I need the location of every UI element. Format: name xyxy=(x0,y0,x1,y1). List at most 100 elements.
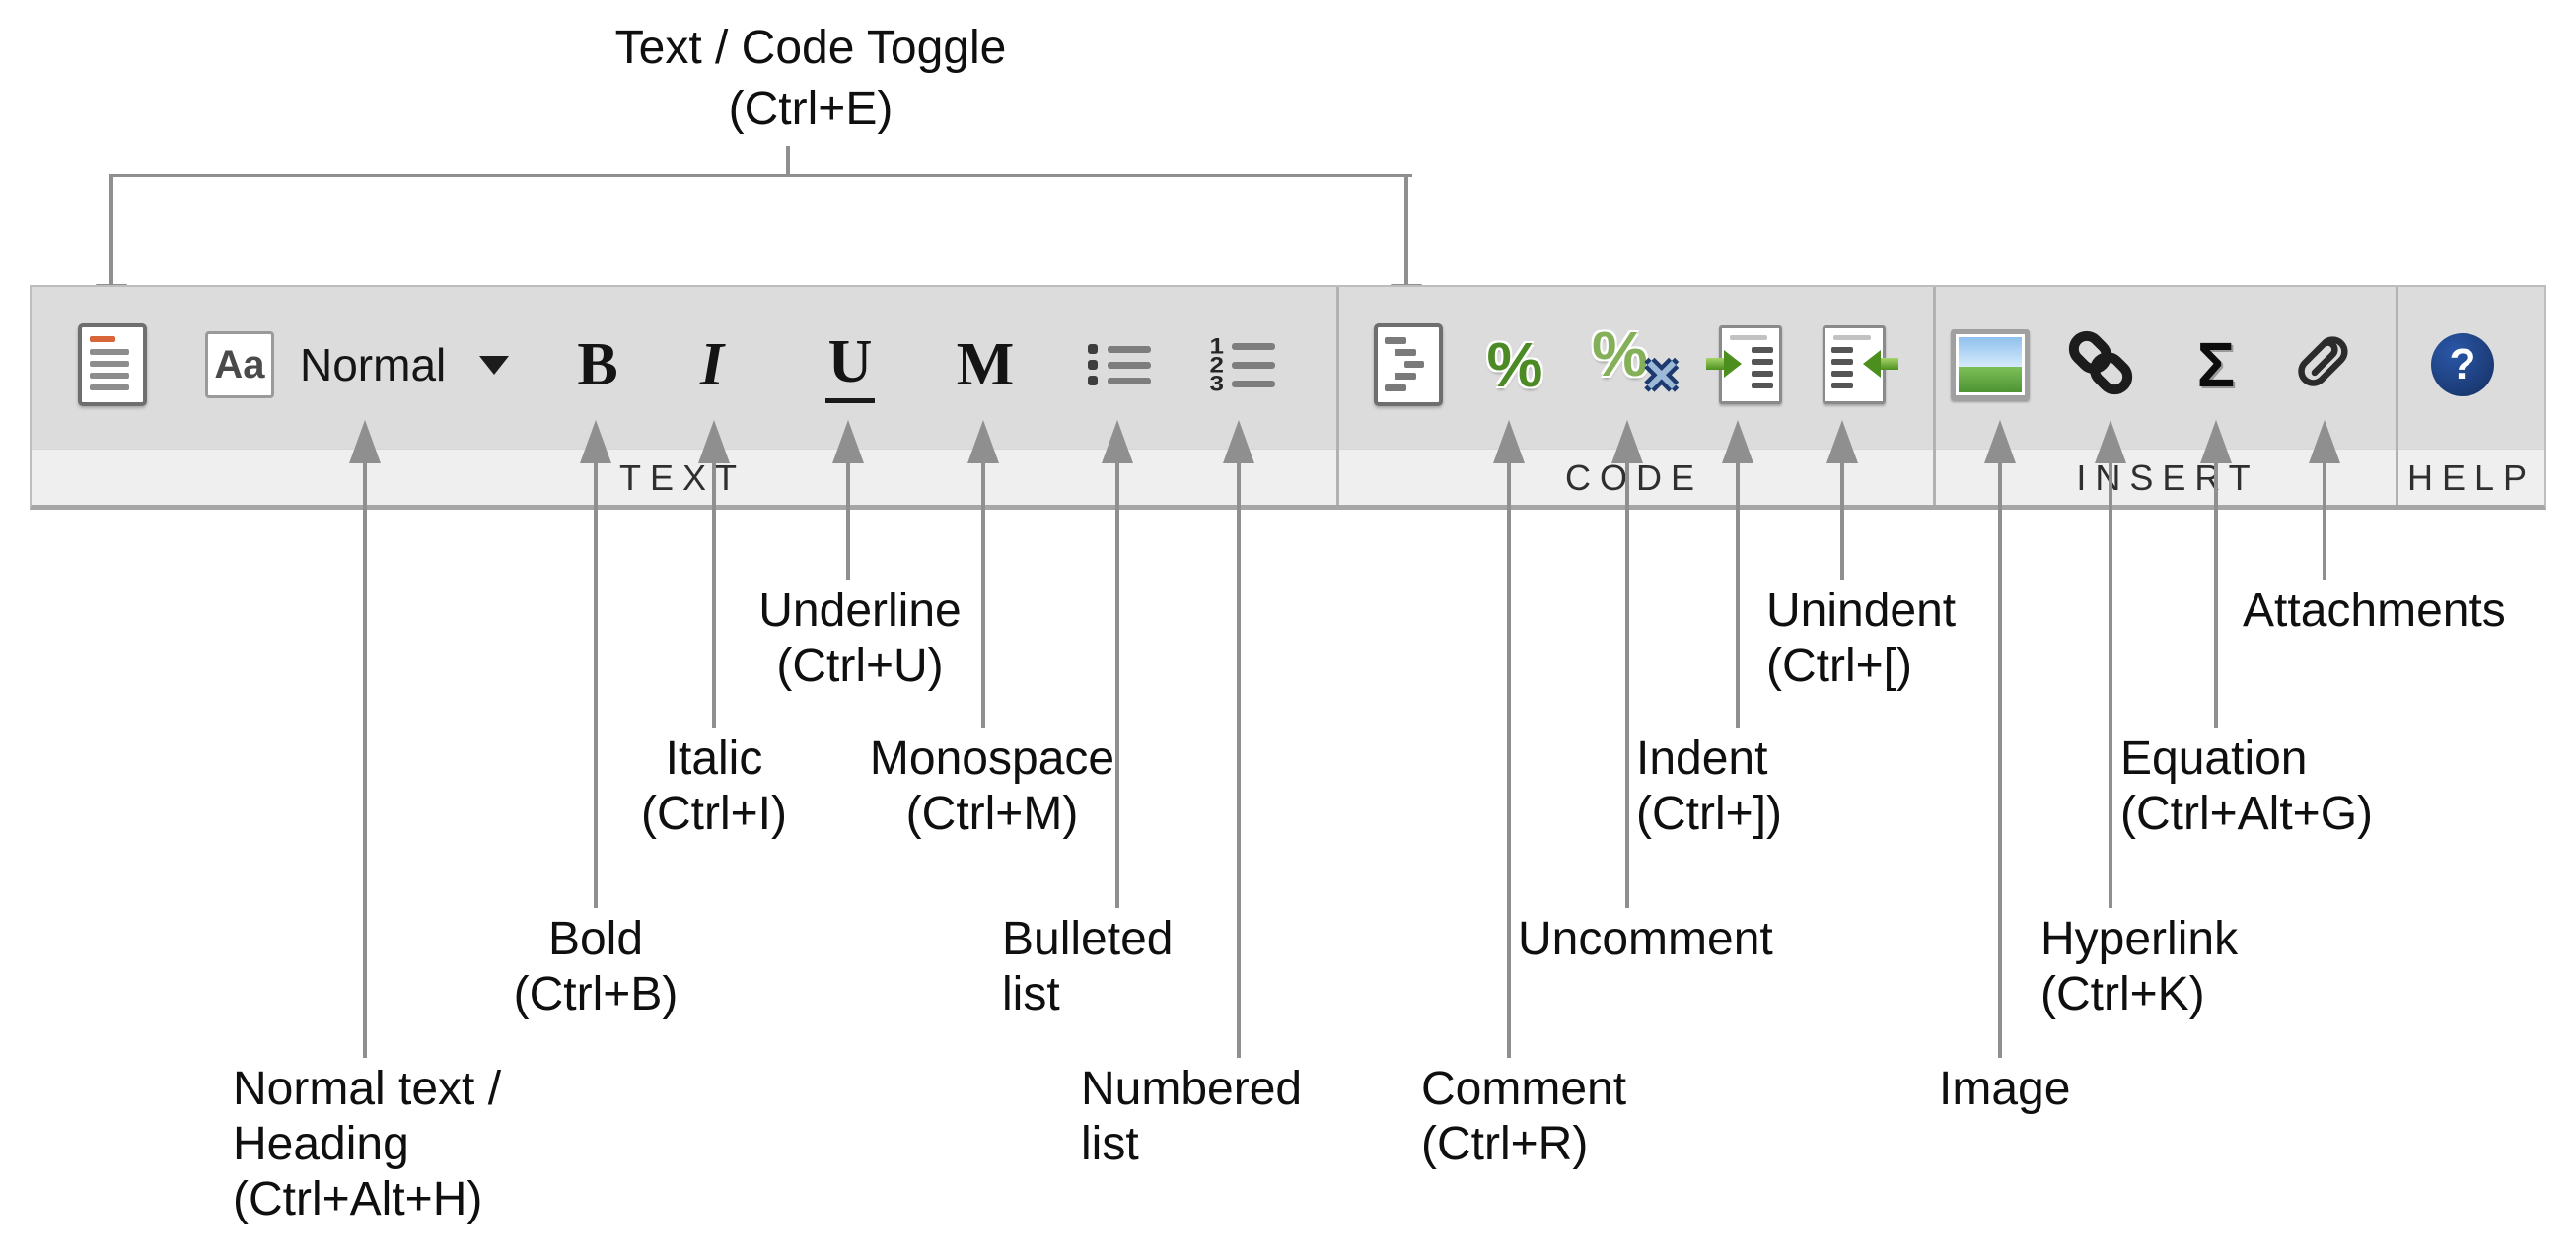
callout-label-line: Numbered xyxy=(1081,1063,1303,1115)
italic-button[interactable]: I xyxy=(662,320,770,409)
toggle-callout-line2: (Ctrl+E) xyxy=(728,83,894,135)
callout-label-equation: Equation(Ctrl+Alt+G) xyxy=(2120,732,2373,842)
paperclip-icon xyxy=(2282,323,2361,407)
callout-label-line: (Ctrl+B) xyxy=(513,968,679,1020)
code-toggle-button[interactable] xyxy=(1354,320,1463,409)
toolbar-section-label-text: TEXT xyxy=(618,457,746,498)
callout-line-bold xyxy=(594,459,598,908)
paragraph-style-dropdown[interactable]: Aa Normal xyxy=(205,320,531,409)
style-dropdown-contents: Aa Normal xyxy=(205,331,510,398)
chevron-down-icon xyxy=(479,355,510,375)
callout-line-italic xyxy=(712,459,716,728)
help-question-icon: ? xyxy=(2431,333,2494,396)
callout-label-line: (Ctrl+Alt+H) xyxy=(233,1173,483,1225)
callout-label-line: Attachments xyxy=(2243,585,2506,637)
toolbar-section-divider xyxy=(1933,287,1936,505)
callout-line-comment xyxy=(1507,459,1511,1058)
bold-button[interactable]: B xyxy=(543,320,652,409)
callout-label-line: (Ctrl+M) xyxy=(905,788,1079,840)
bulleted-list-button[interactable] xyxy=(1065,320,1174,409)
callout-label-line: Indent xyxy=(1636,733,1768,785)
underline-icon: U xyxy=(824,327,876,403)
callout-label-unindent: Unindent(Ctrl+[) xyxy=(1766,584,1956,694)
callout-line-normal-heading xyxy=(363,459,367,1058)
help-button[interactable]: ? xyxy=(2408,320,2517,409)
toggle-callout-label: Text / Code Toggle (Ctrl+E) xyxy=(416,18,1205,140)
bulleted-list-icon xyxy=(1088,338,1151,391)
comment-percent-icon: % xyxy=(1486,329,1543,400)
uncomment-percent-x-icon: %✕ xyxy=(1592,318,1681,401)
toggle-callout-drop2 xyxy=(1404,174,1408,284)
toggle-callout-line1: Text / Code Toggle xyxy=(614,22,1007,74)
callout-label-line: Normal text / xyxy=(233,1063,502,1115)
image-icon xyxy=(1951,329,2030,400)
uncomment-button[interactable]: %✕ xyxy=(1579,318,1687,409)
callout-line-bulleted-list xyxy=(1115,459,1119,908)
attachments-button[interactable] xyxy=(2267,320,2376,409)
up-arrowhead-icon xyxy=(967,420,999,463)
toolbar-section-divider xyxy=(1336,287,1339,505)
callout-line-underline xyxy=(846,459,850,580)
callout-label-line: Unindent xyxy=(1766,585,1957,637)
monospace-icon: M xyxy=(956,330,1015,398)
aa-style-icon: Aa xyxy=(205,331,274,398)
up-arrowhead-icon xyxy=(1223,420,1254,463)
callout-label-line: Underline xyxy=(758,585,962,637)
toolbar-section-divider xyxy=(2396,287,2398,505)
style-dropdown-value: Normal xyxy=(300,339,447,390)
callout-label-line: list xyxy=(1081,1118,1139,1170)
text-document-icon xyxy=(78,323,147,406)
unindent-button[interactable] xyxy=(1800,320,1908,409)
comment-button[interactable]: % xyxy=(1461,320,1569,409)
callout-label-line: (Ctrl+]) xyxy=(1636,788,1782,840)
callout-label-bold: Bold(Ctrl+B) xyxy=(280,912,911,1022)
up-arrowhead-icon xyxy=(1493,420,1525,463)
up-arrowhead-icon xyxy=(1102,420,1133,463)
monospace-button[interactable]: M xyxy=(931,320,1039,409)
callout-label-comment: Comment(Ctrl+R) xyxy=(1421,1062,1626,1172)
callout-line-equation xyxy=(2214,459,2218,728)
callout-label-line: (Ctrl+[) xyxy=(1766,640,1912,692)
up-arrowhead-icon xyxy=(2200,420,2232,463)
callout-label-line: (Ctrl+R) xyxy=(1421,1118,1589,1170)
callout-label-line: Heading xyxy=(233,1118,409,1170)
indent-button[interactable] xyxy=(1696,320,1805,409)
callout-label-line: Bulleted xyxy=(1002,913,1174,965)
up-arrowhead-icon xyxy=(2095,420,2126,463)
unindent-icon xyxy=(1823,325,1898,404)
callout-line-indent xyxy=(1736,459,1740,728)
equation-button[interactable]: Σ xyxy=(2162,320,2270,409)
callout-label-line: Monospace xyxy=(869,733,1115,785)
callout-line-numbered-list xyxy=(1237,459,1241,1058)
up-arrowhead-icon xyxy=(349,420,381,463)
callout-label-line: (Ctrl+U) xyxy=(776,640,944,692)
callout-label-line: Uncomment xyxy=(1518,913,1773,965)
callout-label-line: Hyperlink xyxy=(2040,913,2239,965)
toggle-callout-drop1 xyxy=(109,174,113,284)
up-arrowhead-icon xyxy=(1722,420,1753,463)
up-arrowhead-icon xyxy=(1826,420,1858,463)
up-arrowhead-icon xyxy=(832,420,864,463)
hyperlink-button[interactable] xyxy=(2046,320,2155,409)
callout-line-unindent xyxy=(1840,459,1844,580)
callout-line-attachments xyxy=(2323,459,2326,580)
callout-label-line: list xyxy=(1002,968,1060,1020)
text-code-toggle-button[interactable] xyxy=(58,320,167,409)
toolbar-section-label-help: HELP xyxy=(2406,457,2537,498)
callout-label-underline: Underline(Ctrl+U) xyxy=(544,584,1176,694)
equation-sigma-icon: Σ xyxy=(2196,329,2236,400)
image-button[interactable] xyxy=(1936,320,2044,409)
italic-icon: I xyxy=(699,330,725,398)
callout-label-line: Equation xyxy=(2120,733,2308,785)
toggle-callout-stem xyxy=(786,146,790,174)
up-arrowhead-icon xyxy=(2309,420,2340,463)
callout-line-hyperlink xyxy=(2109,459,2112,908)
underline-button[interactable]: U xyxy=(796,320,904,409)
question-glyph: ? xyxy=(2449,340,2476,388)
callout-label-attachments: Attachments xyxy=(2243,584,2506,639)
callout-label-italic: Italic(Ctrl+I) xyxy=(398,732,1030,842)
callout-label-uncomment: Uncomment xyxy=(1518,912,1773,967)
